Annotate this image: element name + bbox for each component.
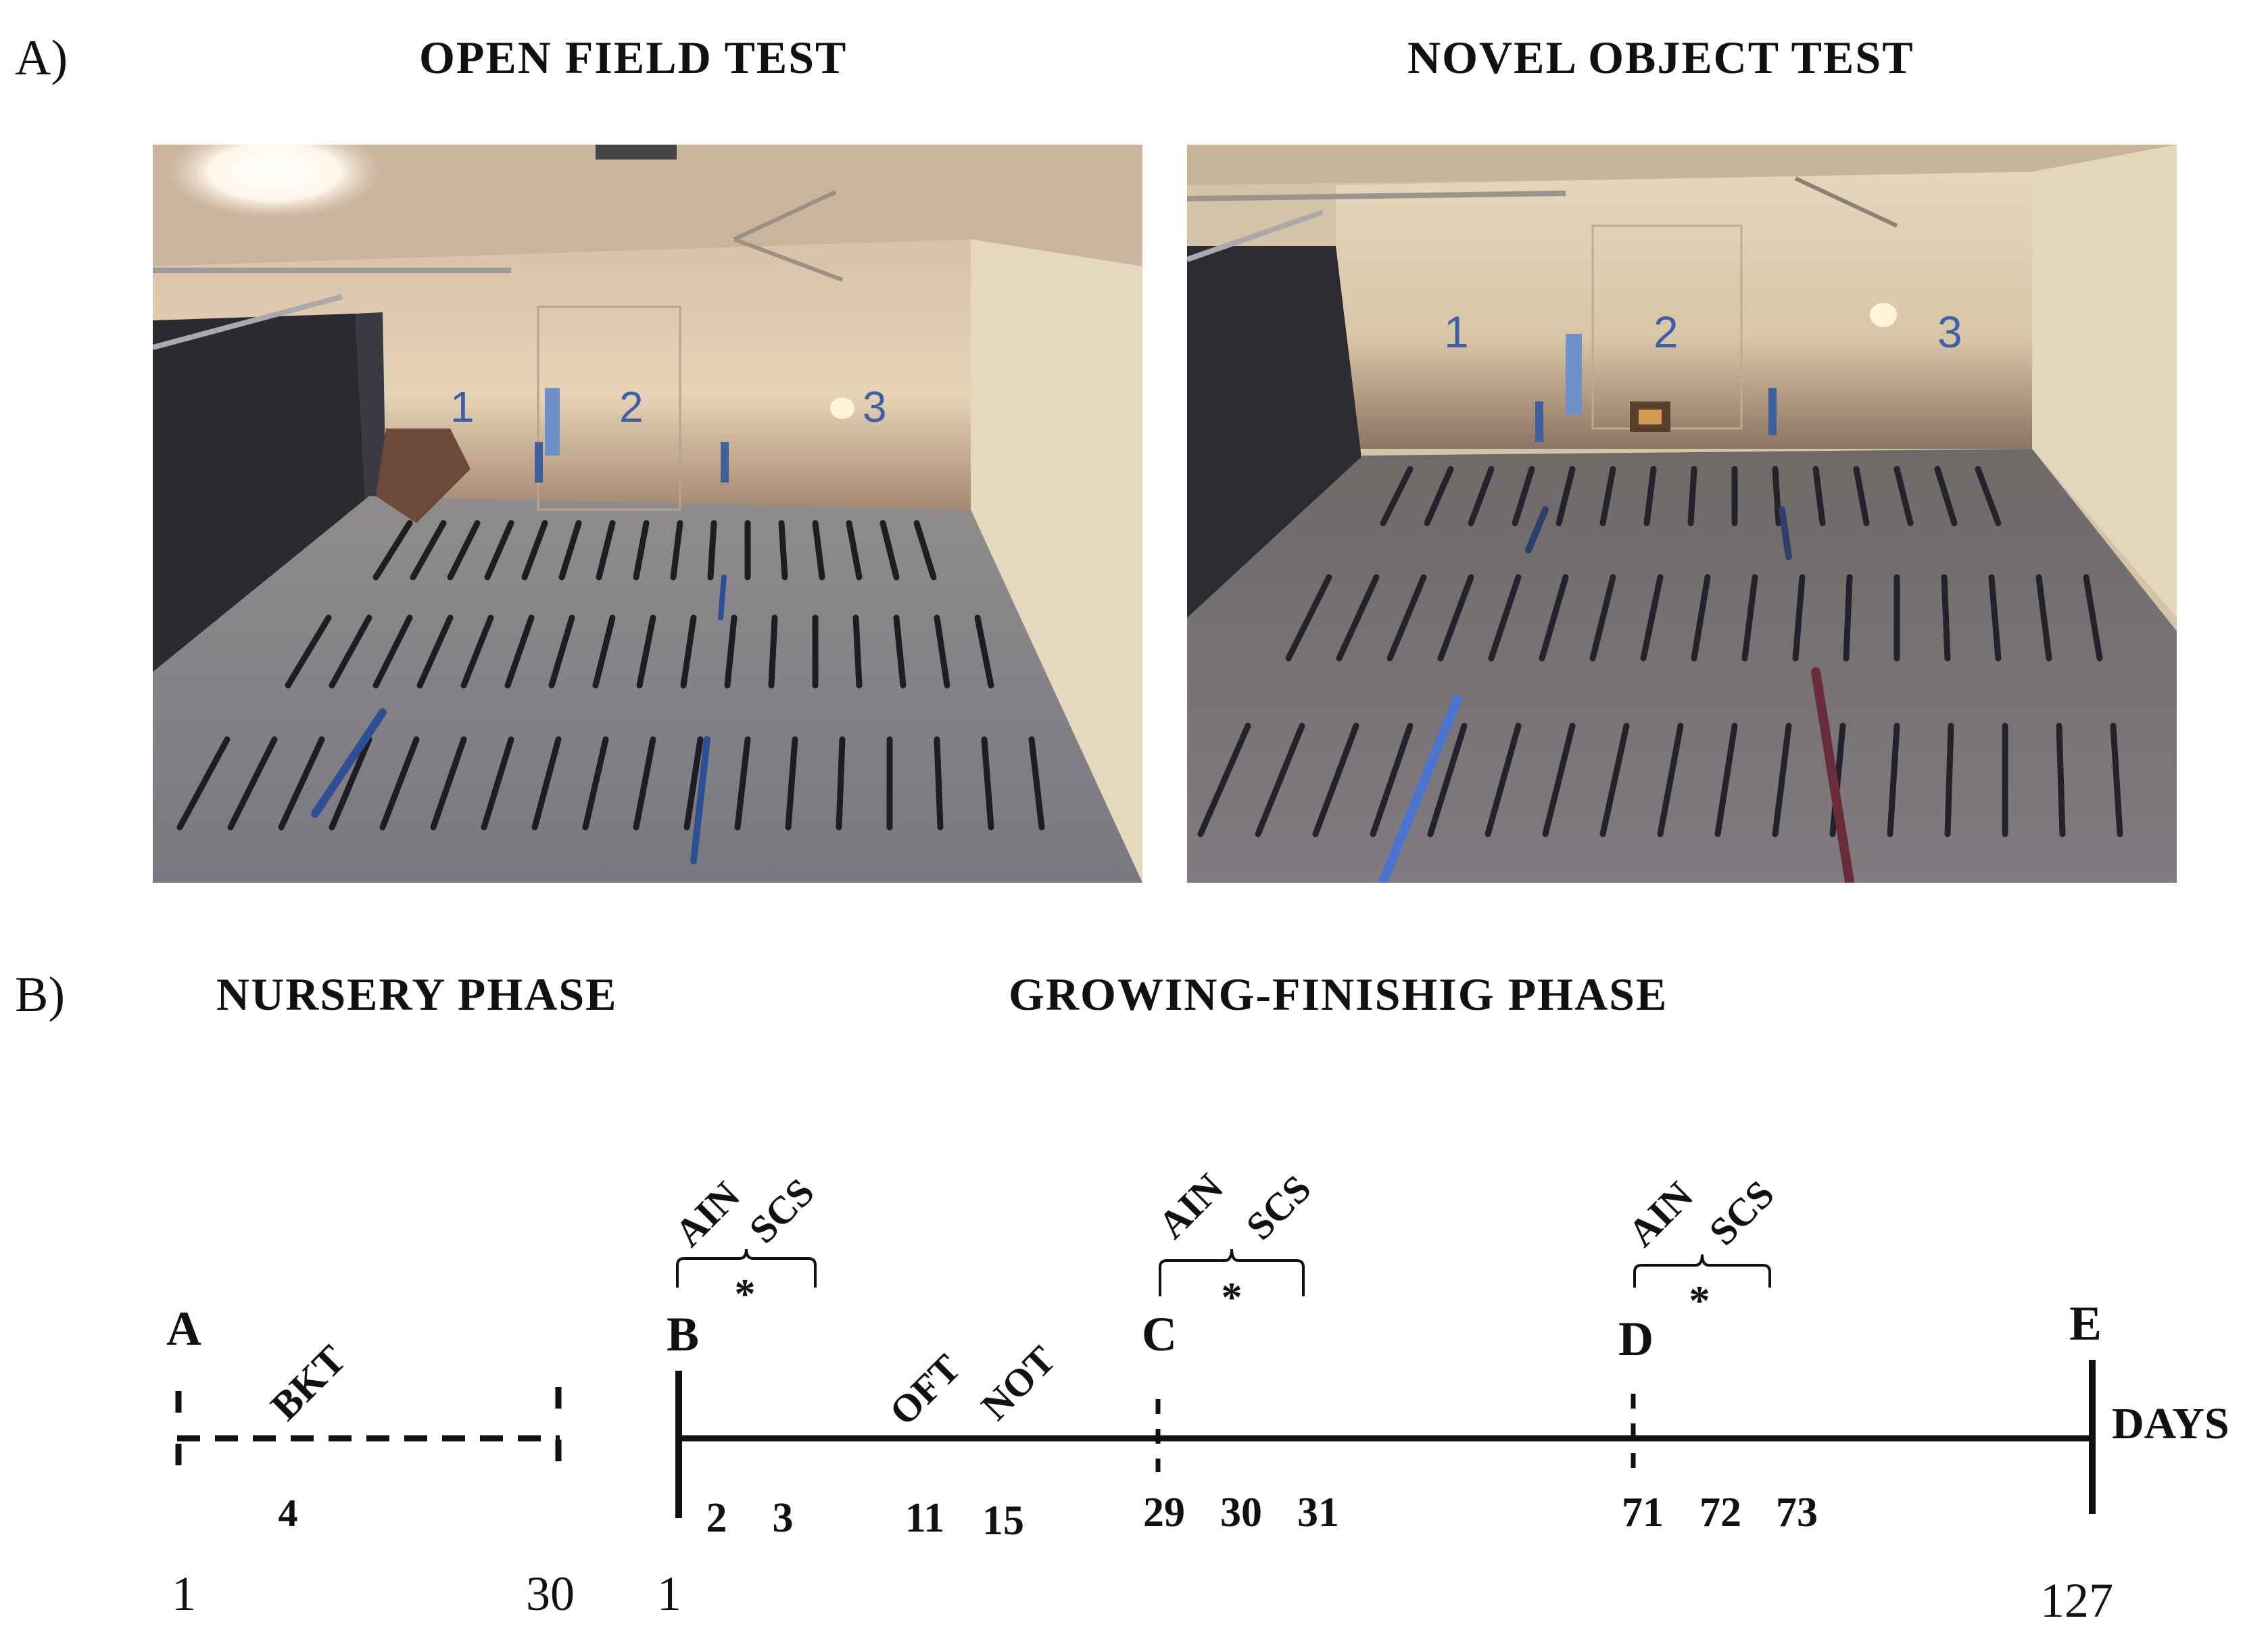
nursery-timeline: A BKT 4 1 30 [166,1302,575,1621]
asterisk-marker: * [1222,1275,1242,1321]
day-label: 72 [1699,1490,1741,1536]
day-label: 30 [1220,1490,1262,1536]
wall-number-1: 1 [1444,307,1469,357]
experimental-timeline: A BKT 4 1 30 B C D E AIN SCS * AIN SCS * [166,1165,2229,1628]
day-label: 31 [1297,1490,1339,1536]
measure-scs: SCS [741,1170,823,1252]
photo-title-open-field: OPEN FIELD TEST [419,32,848,83]
test-oft: OFT [881,1346,969,1434]
phase-heading-growing-finishing: GROWING-FINISHIG PHASE [1009,969,1668,1020]
measures-group-d: AIN SCS * [1620,1172,1783,1324]
photo-title-novel-object: NOVEL OBJECT TEST [1407,32,1914,83]
measures-group-b: AIN SCS * [667,1170,823,1317]
open-field-photo: 1 2 3 [153,145,1142,883]
brace-b [676,1248,817,1288]
wall-number-3: 3 [1937,307,1962,357]
novel-object-photo: 1 2 3 [1187,145,2177,883]
nursery-end-day: 30 [526,1567,575,1621]
measure-ain: AIN [667,1173,748,1255]
days-axis-label: DAYS [2112,1399,2229,1448]
panel-a-label: A) [15,30,68,86]
nursery-start-day: 1 [172,1567,196,1621]
asterisk-marker: * [1689,1278,1710,1324]
measure-scs: SCS [1238,1167,1320,1248]
wall-number-3: 3 [863,383,887,431]
brace-d [1633,1254,1771,1288]
growing-timeline: B C D E AIN SCS * AIN SCS * AIN SCS * OF… [657,1165,2229,1628]
checkpoint-letter-e: E [2069,1296,2102,1350]
day-label: 73 [1776,1490,1818,1536]
day-label: 3 [773,1495,794,1541]
asterisk-marker: * [735,1271,756,1317]
measures-group-c: AIN SCS * [1150,1165,1320,1321]
phase-heading-nursery: NURSERY PHASE [216,969,618,1020]
measure-scs: SCS [1701,1172,1783,1254]
day-label: 29 [1143,1490,1185,1536]
day-label-not: 15 [982,1498,1024,1544]
day-label-oft: 11 [905,1495,945,1541]
measure-ain: AIN [1150,1165,1232,1247]
brace-c [1159,1248,1305,1296]
wall-number-2: 2 [619,383,644,431]
event-bkt: BKT [262,1337,354,1429]
nursery-event-day: 4 [279,1491,298,1535]
growing-start-day: 1 [657,1567,681,1621]
growing-end-day: 127 [2040,1573,2113,1628]
day-label: 2 [706,1495,727,1541]
checkpoint-letter-c: C [1142,1307,1177,1361]
checkpoint-letter-d: D [1618,1312,1654,1366]
panel-b-label: B) [15,967,65,1023]
checkpoint-letter-a: A [166,1302,201,1356]
checkpoint-letter-b: B [667,1307,699,1361]
wall-number-1: 1 [450,383,475,431]
test-not: NOT [973,1338,1064,1429]
day-label: 71 [1622,1490,1664,1536]
wall-number-2: 2 [1654,307,1679,357]
measure-ain: AIN [1620,1173,1702,1255]
